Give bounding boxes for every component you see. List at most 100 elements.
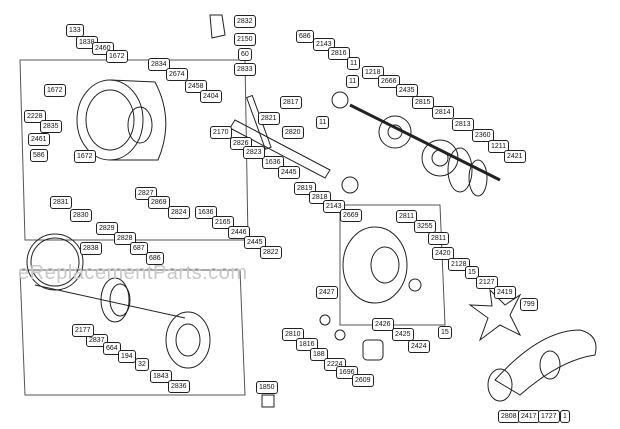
callout-label: 11 [316, 116, 330, 129]
frame-ring [76, 79, 144, 161]
callout-label: 2128 [448, 258, 470, 271]
callout-label: 2150 [234, 33, 256, 46]
callout-label: 2165 [212, 216, 234, 229]
callout-label: 586 [30, 149, 48, 162]
callout-label: 2823 [243, 146, 265, 159]
frame-body [109, 79, 167, 161]
screw-part [261, 394, 275, 408]
callout-label: 2446 [228, 226, 250, 239]
callout-label: 2813 [452, 118, 474, 131]
callout-label: 799 [520, 298, 538, 311]
callout-label: 2674 [166, 68, 188, 81]
callout-label: 2435 [396, 84, 418, 97]
callout-label: 2177 [72, 324, 94, 337]
gear-small [341, 176, 359, 194]
callout-label: 2458 [185, 80, 207, 93]
callout-label: 1816 [296, 338, 318, 351]
callout-label: 2420 [432, 247, 454, 260]
callout-label: 1 [560, 410, 570, 423]
right-side-plate [342, 226, 408, 304]
callout-label: 2833 [234, 63, 256, 76]
callout-label: 15 [465, 266, 479, 279]
lower-frame-panel [19, 269, 246, 396]
callout-label: 1850 [256, 381, 278, 394]
callout-label: 2814 [432, 106, 454, 119]
callout-label: 2869 [148, 196, 170, 209]
ratchet [331, 91, 349, 109]
pinion-shaft [229, 119, 331, 179]
drive-shaft [349, 103, 501, 182]
callout-label: 2425 [392, 328, 414, 341]
callout-label: 2837 [86, 334, 108, 347]
callout-label: 188 [310, 348, 328, 361]
callout-label: 1727 [538, 410, 560, 423]
drive-gear [421, 139, 459, 177]
callout-label: 686 [146, 252, 164, 265]
callout-label: 2834 [148, 58, 170, 71]
callout-label: 11 [347, 57, 361, 70]
callout-label: 2421 [504, 150, 526, 163]
callout-label: 2609 [352, 374, 374, 387]
side-plate-panel [339, 204, 446, 326]
callout-label: 2811 [428, 232, 450, 245]
callout-label: 133 [66, 24, 84, 37]
callout-label: 2838 [80, 242, 102, 255]
callout-label: 2835 [40, 120, 62, 133]
callout-label: 60 [238, 48, 252, 61]
callout-label: 2836 [168, 380, 190, 393]
spool-shaft [34, 284, 186, 319]
callout-label: 2828 [114, 232, 136, 245]
callout-label: 1672 [74, 150, 96, 163]
clicker-top [209, 14, 226, 39]
callout-label: 11 [346, 75, 360, 88]
callout-label: 194 [118, 350, 136, 363]
watermark: eReplacementParts.com [18, 262, 248, 284]
callout-label: 1636 [262, 156, 284, 169]
callout-label: 2821 [258, 112, 280, 125]
callout-label: 2426 [372, 318, 394, 331]
callout-label: 2666 [378, 75, 400, 88]
bearing-housing [165, 311, 211, 369]
callout-label: 2419 [494, 286, 516, 299]
callout-label: 2808 [498, 410, 520, 423]
callout-label: 1843 [150, 370, 172, 383]
callout-label: 32 [135, 358, 149, 371]
callout-label: 2829 [96, 222, 118, 235]
callout-label: 15 [438, 326, 452, 339]
callout-label: 686 [296, 30, 314, 43]
callout-label: 2417 [518, 410, 540, 423]
callout-label: 2832 [234, 15, 256, 28]
callout-label: 2424 [408, 340, 430, 353]
drive-gear-small [378, 115, 412, 149]
callout-label: 2127 [476, 276, 498, 289]
callout-label: 3255 [414, 220, 436, 233]
callout-label: 2831 [50, 196, 72, 209]
callout-label: 2816 [328, 47, 350, 60]
callout-label: 2815 [412, 96, 434, 109]
callout-label: 2445 [278, 166, 300, 179]
callout-label: 2360 [472, 129, 494, 142]
callout-label: 2669 [340, 209, 362, 222]
callout-label: 1672 [106, 50, 128, 63]
callout-label: 2822 [260, 246, 282, 259]
star-drag [468, 288, 522, 342]
callout-label: 664 [103, 342, 121, 355]
callout-label: 2143 [323, 200, 345, 213]
callout-label: 2824 [168, 206, 190, 219]
callout-label: 2817 [280, 96, 302, 109]
callout-label: 1211 [488, 140, 510, 153]
callout-label: 2461 [28, 133, 50, 146]
callout-label: 2228 [24, 110, 46, 123]
callout-label: 2810 [282, 328, 304, 341]
callout-label: 2830 [70, 209, 92, 222]
callout-label: 2820 [282, 126, 304, 139]
drag-knob [362, 339, 384, 361]
callout-label: 687 [130, 242, 148, 255]
side-cover-disk [26, 233, 84, 291]
callout-label: 2404 [200, 90, 222, 103]
callout-label: 1672 [44, 84, 66, 97]
callout-label: 2811 [396, 210, 418, 223]
callout-label: 2427 [316, 286, 338, 299]
